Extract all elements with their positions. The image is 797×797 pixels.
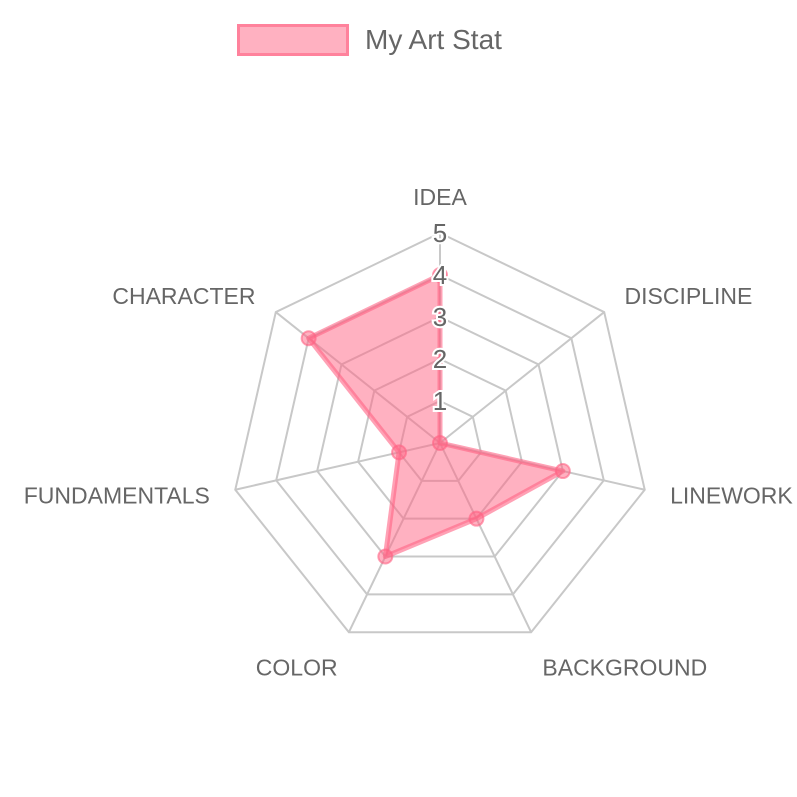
axis-label-idea: IDEA [413, 184, 467, 210]
axis-label-linework: LINEWORK [670, 483, 793, 509]
grid-ring-4 [275, 273, 605, 596]
axis-label-character: CHARACTER [112, 283, 255, 309]
tick-label: 2 [433, 344, 447, 374]
axis-label-background: BACKGROUND [542, 655, 707, 681]
legend[interactable]: My Art Stat [237, 24, 502, 56]
axis-label-color: COLOR [256, 655, 338, 681]
tick-label: 4 [433, 260, 447, 290]
legend-label: My Art Stat [365, 24, 502, 55]
data-point [377, 548, 394, 565]
angle-line [439, 311, 605, 444]
axis-label-discipline: DISCIPLINE [625, 283, 753, 309]
legend-swatch [237, 24, 349, 56]
data-point [432, 435, 448, 451]
tick-label: 5 [433, 218, 447, 248]
data-point [554, 463, 571, 480]
data-point [300, 330, 317, 347]
tick-label: 1 [433, 386, 447, 416]
axis-label-fundamentals: FUNDAMENTALS [24, 483, 210, 509]
data-point [468, 510, 485, 527]
data-point [391, 444, 408, 461]
grid-ring-5 [234, 231, 646, 634]
data-point [432, 267, 448, 283]
tick-label: 3 [433, 302, 447, 332]
grid-ring-3 [316, 315, 564, 558]
data-area [306, 272, 566, 560]
